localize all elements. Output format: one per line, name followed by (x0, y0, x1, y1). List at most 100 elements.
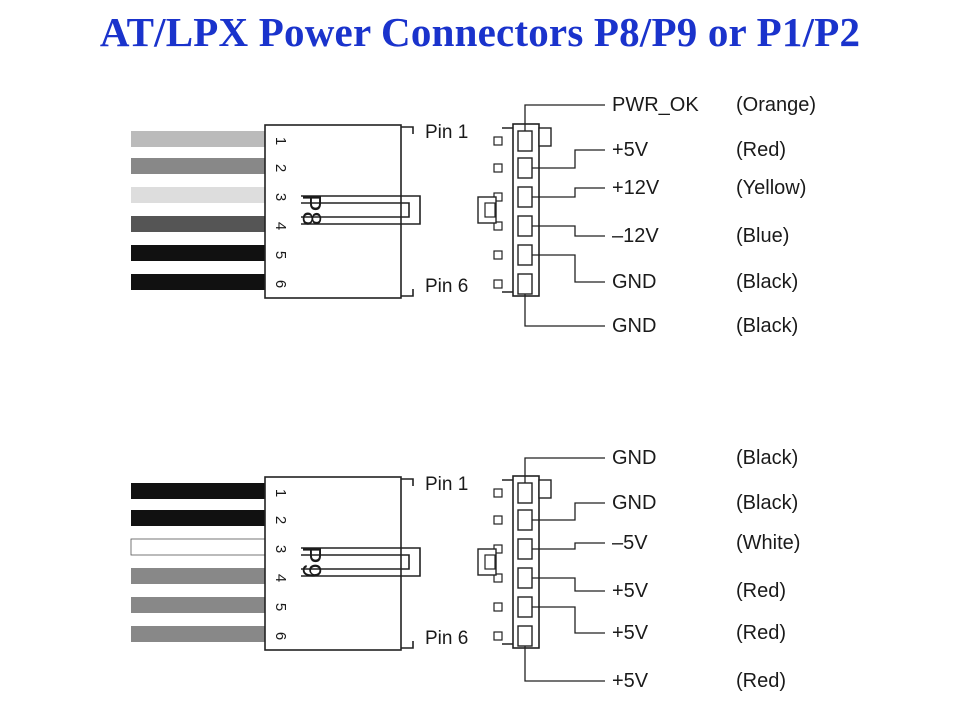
wire-3 (130, 538, 266, 556)
leader-line-3 (532, 542, 605, 550)
pin-number-5: 5 (272, 603, 289, 611)
leader-line-3 (532, 187, 605, 198)
wire-color-label: (Black) (736, 447, 798, 469)
wire-color-label: (Black) (736, 271, 798, 293)
leader-line-6 (524, 294, 605, 327)
pin-number-2: 2 (272, 164, 289, 172)
socket-tooth-2 (493, 515, 503, 525)
signal-label: +5V (612, 622, 649, 644)
socket-edge (502, 479, 513, 645)
wire-color-label: (Blue) (736, 225, 789, 247)
pin-last-label: Pin 6 (425, 276, 468, 297)
signal-label: +5V (612, 139, 649, 161)
socket-edge (502, 127, 513, 293)
socket-contact-2 (517, 509, 533, 531)
wire-color-label: (Orange) (736, 94, 816, 116)
pin-number-3: 3 (272, 193, 289, 201)
socket-contact-4 (517, 215, 533, 237)
pin-number-6: 6 (272, 632, 289, 640)
signal-label: GND (612, 447, 656, 469)
socket-face (512, 123, 540, 297)
wire-color-label: (Black) (736, 492, 798, 514)
socket-tooth-4 (493, 573, 503, 583)
plug-latch (301, 547, 421, 577)
socket-contact-3 (517, 538, 533, 560)
leader-line-2 (532, 149, 605, 169)
leader-line-1 (524, 457, 605, 483)
wire-color-label: (Black) (736, 315, 798, 337)
signal-label: PWR_OK (612, 94, 699, 116)
wire-5 (131, 245, 265, 261)
plug-housing (264, 124, 402, 299)
leader-line-2 (532, 502, 605, 521)
socket-contact-5 (517, 596, 533, 618)
leader-line-5 (532, 606, 605, 634)
wire-5 (131, 597, 265, 613)
leader-line-5 (532, 254, 605, 283)
leader-line-4 (532, 577, 605, 592)
pin-number-4: 4 (272, 222, 289, 230)
socket-latch-inner (484, 554, 496, 570)
socket-contact-1 (517, 130, 533, 152)
socket-tooth-1 (493, 136, 503, 146)
connector-name: P9 (297, 546, 327, 578)
leader-line-4 (532, 225, 605, 237)
wire-color-label: (Red) (736, 670, 786, 692)
signal-label: +5V (612, 580, 649, 602)
wire-color-label: (Red) (736, 622, 786, 644)
plug-tab (401, 478, 414, 649)
wire-color-label: (Red) (736, 580, 786, 602)
socket-latch-inner (484, 202, 496, 218)
socket-key (538, 479, 552, 499)
socket-key (538, 127, 552, 147)
wire-1 (131, 131, 265, 147)
wire-2 (131, 510, 265, 526)
wire-6 (131, 274, 265, 290)
socket-contact-3 (517, 186, 533, 208)
wire-6 (131, 626, 265, 642)
socket-contact-6 (517, 625, 533, 647)
signal-label: –5V (612, 532, 648, 554)
socket-tooth-1 (493, 488, 503, 498)
socket-contact-2 (517, 157, 533, 179)
socket-tooth-4 (493, 221, 503, 231)
signal-label: +12V (612, 177, 660, 199)
wire-3 (131, 187, 265, 203)
socket-contact-1 (517, 482, 533, 504)
socket-tooth-2 (493, 163, 503, 173)
pin-number-2: 2 (272, 516, 289, 524)
pin-number-6: 6 (272, 280, 289, 288)
wire-color-label: (Yellow) (736, 177, 806, 199)
socket-face (512, 475, 540, 649)
signal-label: GND (612, 271, 656, 293)
signal-label: GND (612, 315, 656, 337)
pin-first-label: Pin 1 (425, 474, 468, 495)
socket-tooth-6 (493, 631, 503, 641)
pin-first-label: Pin 1 (425, 122, 468, 143)
socket-tooth-5 (493, 602, 503, 612)
connector-name: P8 (297, 194, 327, 226)
plug-latch (301, 195, 421, 225)
socket-tooth-6 (493, 279, 503, 289)
signal-label: +5V (612, 670, 649, 692)
leader-line-1 (524, 104, 605, 131)
wire-4 (131, 216, 265, 232)
pin-number-1: 1 (272, 489, 289, 497)
pin-number-1: 1 (272, 137, 289, 145)
wire-4 (131, 568, 265, 584)
pin-last-label: Pin 6 (425, 628, 468, 649)
wire-color-label: (White) (736, 532, 800, 554)
page-title: AT/LPX Power Connectors P8/P9 or P1/P2 (99, 9, 861, 55)
leader-line-6 (524, 646, 605, 682)
wire-2 (131, 158, 265, 174)
signal-label: GND (612, 492, 656, 514)
signal-label: –12V (612, 225, 659, 247)
wire-color-label: (Red) (736, 139, 786, 161)
plug-housing (264, 476, 402, 651)
socket-contact-4 (517, 567, 533, 589)
wire-1 (131, 483, 265, 499)
plug-tab (401, 126, 414, 297)
